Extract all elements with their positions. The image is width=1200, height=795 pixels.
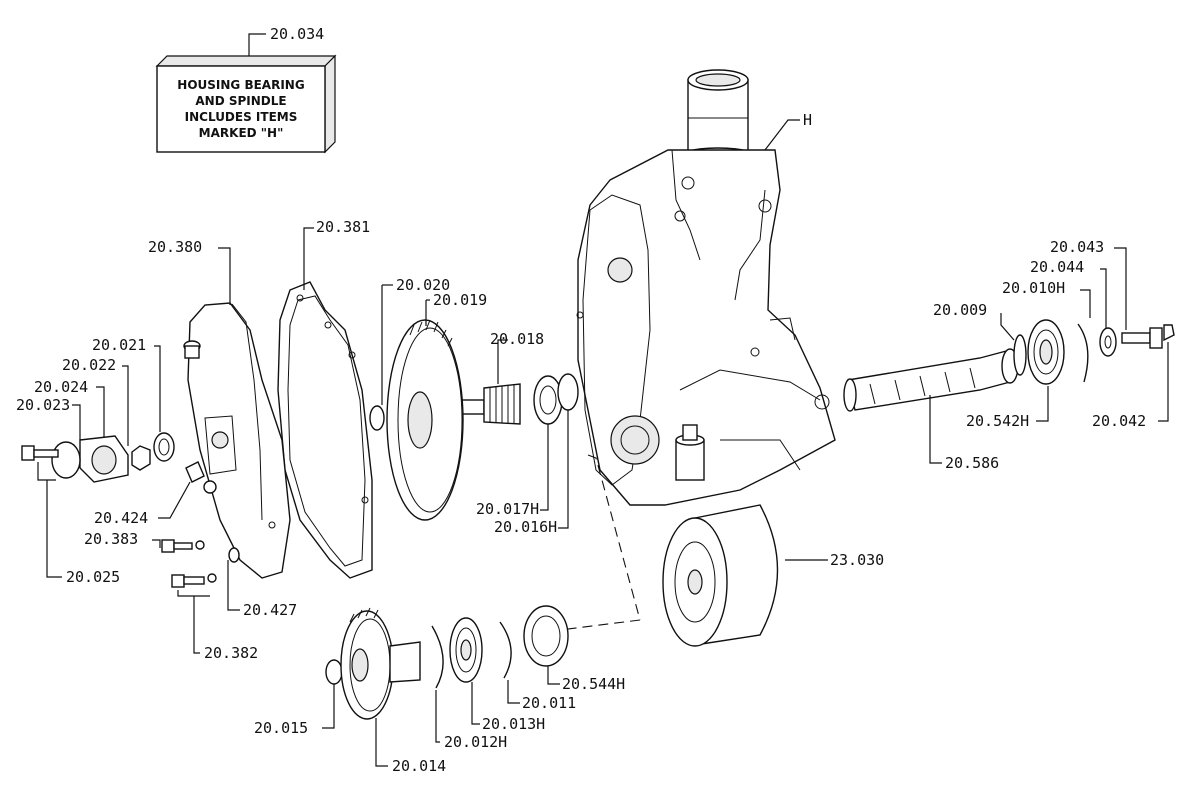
washer-20-015: [325, 659, 343, 685]
label-20-022: 20.022: [62, 356, 116, 374]
label-20-013H: 20.013H: [482, 715, 545, 733]
note-box-line-3: INCLUDES ITEMS: [185, 110, 298, 124]
label-20-043: 20.043: [1050, 238, 1104, 256]
pulley-23-030: [662, 504, 779, 647]
snap-ring-20-009: [1013, 334, 1027, 376]
label-20-019: 20.019: [433, 291, 487, 309]
label-20-009: 20.009: [933, 301, 987, 319]
note-box: HOUSING BEARING AND SPINDLE INCLUDES ITE…: [155, 25, 337, 154]
cover-20-380: [183, 302, 291, 579]
label-20-020: 20.020: [396, 276, 450, 294]
label-20-544H: 20.544H: [562, 675, 625, 693]
label-20-015: 20.015: [254, 719, 308, 737]
label-20-011: 20.011: [522, 694, 576, 712]
snap-ring-20-012H: [431, 625, 444, 689]
label-20-381: 20.381: [316, 218, 370, 236]
label-23-030: 23.030: [830, 551, 884, 569]
washer-20-020: [369, 405, 385, 431]
label-20-018: 20.018: [490, 330, 544, 348]
seal-20-544H: [523, 605, 569, 667]
fitting-20-424b: [203, 480, 217, 494]
gear-20-019: [386, 319, 464, 521]
fitting-20-424: [185, 461, 205, 483]
note-box-line-1: HOUSING BEARING: [177, 78, 304, 92]
shaft-20-586: [843, 348, 1019, 412]
label-20-586: 20.586: [945, 454, 999, 472]
plug-20-042: [1163, 324, 1175, 342]
housing-casting: [576, 69, 836, 506]
label-20-427: 20.427: [243, 601, 297, 619]
label-20-024: 20.024: [34, 378, 88, 396]
label-20-424: 20.424: [94, 509, 148, 527]
gear-20-014: [340, 607, 421, 720]
label-20-016H: 20.016H: [494, 518, 557, 536]
bearing-20-017H: [533, 375, 563, 425]
spacer-20-016H: [557, 373, 579, 411]
label-20-012H: 20.012H: [444, 733, 507, 751]
snap-ring-20-011: [499, 621, 512, 679]
label-20-017H: 20.017H: [476, 500, 539, 518]
bearing-20-542H: [1027, 319, 1065, 385]
pinion-20-018: [459, 383, 521, 425]
housing-marker-label: H: [803, 111, 812, 129]
label-20-042: 20.042: [1092, 412, 1146, 430]
bearing-20-013H: [449, 617, 483, 683]
bolt-20-383: [161, 539, 205, 553]
cap-20-023: [51, 441, 81, 479]
bolt-20-025: [21, 445, 59, 461]
label-20-542H: 20.542H: [966, 412, 1029, 430]
label-20-382: 20.382: [204, 644, 258, 662]
note-box-line-4: MARKED "H": [199, 126, 284, 140]
bolt-20-043: [1121, 327, 1163, 349]
label-20-023: 20.023: [16, 396, 70, 414]
bolt-20-382: [171, 573, 217, 588]
washer-20-044: [1099, 327, 1117, 357]
label-20-021: 20.021: [92, 336, 146, 354]
label-20-380: 20.380: [148, 238, 202, 256]
label-20-044: 20.044: [1030, 258, 1084, 276]
snap-ring-20-010H: [1077, 323, 1089, 383]
note-box-line-2: AND SPINDLE: [195, 94, 286, 108]
gasket-20-381: [277, 281, 373, 579]
label-20-383: 20.383: [84, 530, 138, 548]
seal-20-021: [153, 432, 175, 462]
note-box-ref-label: 20.034: [270, 25, 324, 43]
label-20-010H: 20.010H: [1002, 279, 1065, 297]
plug-20-427: [228, 547, 240, 563]
label-20-014: 20.014: [392, 757, 446, 775]
label-20-025: 20.025: [66, 568, 120, 586]
nut-20-022: [131, 445, 151, 471]
